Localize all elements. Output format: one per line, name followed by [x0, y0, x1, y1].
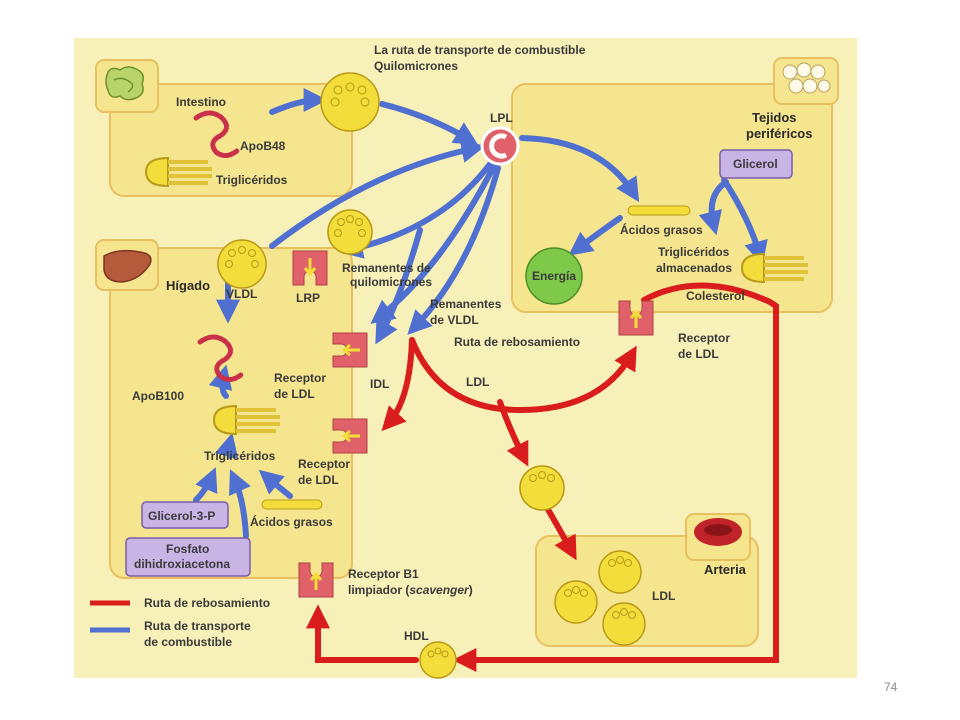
chylomicron-remnant-particle: [327, 209, 373, 255]
label-receptor-ldl-right-2: de LDL: [678, 347, 719, 361]
label-rem-quil-2: quilomicrones: [350, 275, 432, 289]
label-idl: IDL: [370, 377, 389, 391]
intestine-triglyceride-icon: [144, 156, 212, 188]
ldl-receptor-left-1: [332, 332, 368, 368]
chylomicron-particle: [320, 72, 380, 132]
label-lpl: LPL: [490, 111, 513, 125]
ldl-receptor-left-2: [332, 418, 368, 454]
label-acidos-grasos-hig: Ácidos grasos: [250, 514, 333, 529]
legend-blue-label-1: Ruta de transporte: [144, 619, 251, 633]
label-trigliceridos-int: Triglicéridos: [216, 173, 288, 187]
lpl-enzyme-icon: [480, 126, 520, 166]
ldl-particle-artery-2: [554, 580, 598, 624]
glycerol-3p-box: [141, 501, 229, 529]
ldl-receptor-tissue: [618, 300, 654, 336]
artery-box: [535, 535, 759, 647]
label-intestino: Intestino: [176, 95, 226, 109]
ldl-particle-mid: [519, 465, 565, 511]
label-apob100: ApoB100: [132, 389, 184, 403]
legend: Ruta de rebosamiento Ruta de transporte …: [90, 596, 270, 649]
red-blood-cell-icon: [694, 518, 742, 546]
label-rem-vldl-1: Remanentes: [430, 297, 502, 311]
label-ruta-rebos-mid: Ruta de rebosamiento: [454, 335, 580, 349]
fuel-transport-arrows: [193, 88, 768, 539]
label-receptor-ldl-bottom-1: Receptor: [298, 457, 350, 471]
lrp-receptor-icon: [292, 250, 328, 286]
label-receptor-b1-1: Receptor B1: [348, 567, 419, 581]
label-fosfato-1: Fosfato: [166, 542, 209, 556]
apob100-protein-icon: [197, 334, 245, 382]
legend-blue-label-2: de combustible: [144, 635, 232, 649]
fatty-acid-shape-tissue: [627, 205, 691, 216]
label-rem-quil-1: Remanentes de: [342, 261, 431, 275]
label-ldl-mid: LDL: [466, 375, 489, 389]
label-glicerol-3p: Glicerol-3-P: [148, 509, 215, 523]
label-trig-alm-2: almacenados: [656, 261, 732, 275]
label-glicerol: Glicerol: [733, 157, 778, 171]
triglyceride-shapes: [144, 156, 808, 436]
fat-cells-icon: [782, 62, 831, 94]
label-receptor-ldl-bottom-2: de LDL: [298, 473, 339, 487]
diagram-title-line1: La ruta de transporte de combustible: [374, 43, 586, 57]
legend-red-label: Ruta de rebosamiento: [144, 596, 270, 610]
label-higado: Hígado: [166, 278, 210, 293]
slide-number: 74: [884, 680, 898, 694]
label-tejidos-2: periféricos: [746, 126, 812, 141]
label-apob48: ApoB48: [240, 139, 286, 153]
vldl-particle: [217, 239, 267, 289]
label-receptor-ldl-right-1: Receptor: [678, 331, 730, 345]
label-fosfato-2: dihidroxiacetona: [134, 557, 230, 571]
scavenger-receptor-b1-icon: [298, 562, 334, 598]
dhap-box: [125, 537, 251, 577]
label-receptor-ldl-left-2: de LDL: [274, 387, 315, 401]
label-rem-vldl-2: de VLDL: [430, 313, 479, 327]
intestine-icon: [105, 66, 145, 101]
hdl-particle: [419, 641, 457, 679]
ldl-particle-artery-1: [598, 550, 642, 594]
label-hdl: HDL: [404, 629, 429, 643]
label-lrp: LRP: [296, 291, 320, 305]
liver-icon: [103, 249, 152, 283]
stored-triglyceride-icon: [740, 252, 808, 284]
ldl-particle-artery-3: [602, 602, 646, 646]
label-arteria: Arteria: [704, 562, 747, 577]
label-colesterol: Colesterol: [686, 289, 745, 303]
overflow-path-arrows: [306, 282, 779, 672]
label-receptor-ldl-left-1: Receptor: [274, 371, 326, 385]
glycerol-box: [719, 149, 793, 179]
liver-triglyceride-icon: [212, 404, 280, 436]
label-tejidos-1: Tejidos: [752, 110, 797, 125]
apob48-protein-icon: [193, 110, 241, 158]
label-ldl-artery: LDL: [652, 589, 675, 603]
label-receptor-b1-2: limpiador (scavenger): [348, 583, 473, 597]
label-vldl: VLDL: [226, 287, 257, 301]
diagram-title-line2: Quilomicrones: [374, 59, 458, 73]
fatty-acid-shape-liver: [261, 499, 323, 510]
label-trigliceridos-hig: Triglicéridos: [204, 449, 276, 463]
label-acidos-grasos-tej: Ácidos grasos: [620, 222, 703, 237]
label-energia: Energía: [532, 269, 576, 283]
label-trig-alm-1: Triglicéridos: [658, 245, 730, 259]
lipoprotein-particles: [217, 72, 646, 679]
energy-circle: [525, 247, 583, 305]
